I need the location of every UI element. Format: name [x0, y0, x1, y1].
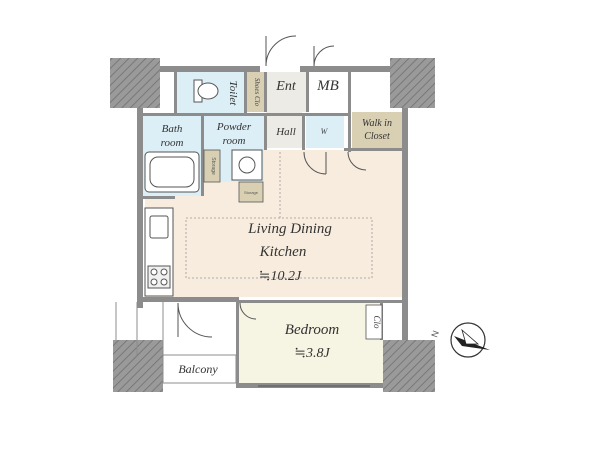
hall-floor	[266, 112, 302, 148]
pillar-bottom-left	[113, 340, 163, 392]
entrance-floor	[266, 72, 306, 112]
toilet-label: Toilet	[227, 81, 239, 107]
storage-side-box	[203, 149, 221, 183]
compass-north-label: N	[429, 329, 441, 339]
pillar-bottom-right	[383, 340, 435, 392]
meter-box-label: MB	[316, 78, 339, 94]
balcony-label: Balcony	[178, 362, 218, 376]
powder-room-label-line1: Powder	[216, 121, 252, 133]
ldk-label-line1: Living Dining	[247, 221, 332, 237]
washer-label: W	[321, 127, 329, 136]
bedroom-floor	[238, 303, 383, 383]
washer-floor	[306, 116, 344, 148]
hall-label: Hall	[275, 126, 296, 138]
ldk-dashed-outline	[185, 217, 373, 279]
powder-room-label-line2: room	[223, 135, 246, 147]
entrance-label: Ent	[275, 79, 297, 94]
shoes-closet-floor	[246, 72, 264, 112]
pillar-top-left	[110, 58, 160, 108]
entrance-door[interactable]	[265, 35, 303, 67]
bedroom-door[interactable]	[239, 302, 257, 320]
storage-side-label: Storage	[210, 157, 216, 175]
ldk-label-line2: Kitchen	[259, 244, 307, 260]
bathtub-icon	[144, 151, 200, 193]
bedroom-area-label: ≒3.8J	[294, 346, 330, 361]
shoes-closet-label: Shoes Clo	[253, 78, 261, 107]
hall-door[interactable]	[303, 151, 327, 175]
bedroom-closet-box	[365, 304, 383, 340]
meter-box-door[interactable]	[313, 45, 335, 67]
walk-in-closet-label-line2: Closet	[364, 131, 390, 142]
closet-label: Clo	[372, 315, 382, 329]
ldk-area-label: ≒10.2J	[259, 269, 302, 284]
compass-icon	[450, 322, 490, 358]
bathroom-label-line2: room	[161, 137, 184, 149]
pillar-top-right	[390, 58, 435, 108]
walk-in-closet-door[interactable]	[347, 151, 367, 171]
storage-small-box	[238, 181, 264, 203]
sink-icon	[231, 149, 263, 181]
walk-in-closet-floor	[352, 112, 402, 150]
bathroom-label-line1: Bath	[162, 123, 183, 135]
balcony	[115, 302, 237, 384]
walk-in-closet-label-line1: Walk in	[362, 118, 392, 129]
toilet-icon	[193, 79, 219, 103]
storage-small-label: Storage	[244, 190, 259, 195]
bedroom-label: Bedroom	[285, 322, 340, 338]
kitchen-counter	[144, 207, 174, 297]
